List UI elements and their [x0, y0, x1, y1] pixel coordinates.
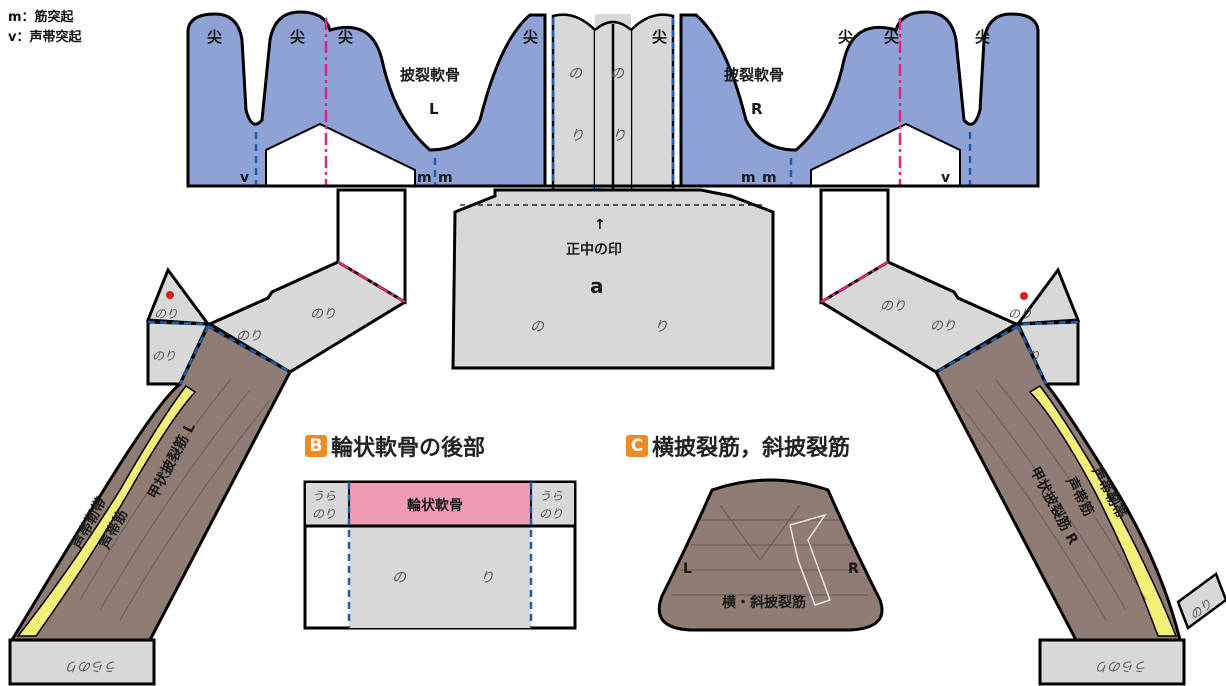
m-left-1: m	[417, 170, 432, 186]
section-c-title: C 横披裂筋，斜披裂筋	[626, 430, 850, 462]
left-square-glue: のり	[152, 349, 176, 363]
center-no-right: の	[610, 66, 625, 82]
left-side-label: L	[429, 100, 439, 118]
backglue-right-top: うら	[539, 489, 563, 503]
center-no-left: の	[568, 66, 583, 82]
piece-c-label: 横・斜披裂筋	[722, 594, 806, 611]
m-right-2: m	[762, 170, 777, 186]
piece-c-right: R	[848, 561, 859, 577]
section-c-badge: C	[626, 435, 648, 457]
cricoid-label: 輪状軟骨	[407, 497, 463, 514]
center-mark-label: 正中の印	[566, 241, 622, 258]
right-muscle-strip: 甲状披裂筋 R 声帯筋 声帯靭帯 うらのり のり	[933, 323, 1226, 686]
center-arrow: ↑	[594, 217, 606, 233]
cricoid-ri: り	[480, 570, 494, 586]
left-bottom-backglue: うらのり	[66, 658, 118, 673]
arytenoid-blue-body-right	[679, 10, 1040, 188]
backglue-left-bottom: のり	[312, 507, 336, 521]
left-connector: のり のり のり のり	[145, 188, 407, 386]
piece-c-left: L	[683, 561, 692, 577]
apex-label-8: 尖	[975, 28, 990, 46]
right-side-label: R	[751, 100, 763, 118]
center-glue-left	[551, 13, 597, 192]
left-arytenoid-title: 披裂軟骨	[400, 66, 460, 84]
cricoid-back-piece: 輪状軟骨 うら のり うら のり の り	[303, 480, 577, 630]
section-b-title: B 輪状軟骨の後部	[305, 430, 485, 462]
section-b-title-text: 輪状軟骨の後部	[331, 436, 486, 461]
arytenoid-cartilage-piece	[186, 10, 1040, 204]
right-arytenoid-title: 披裂軟骨	[724, 66, 784, 84]
center-ri-right: り	[612, 128, 626, 144]
arytenoid-labels: 尖 尖 尖 尖 尖 尖 尖 尖 披裂軟骨 L 披裂軟骨 R m m m m v …	[207, 28, 990, 186]
apex-label-6: 尖	[838, 28, 853, 46]
legend-m: m：筋突起	[8, 10, 74, 25]
piece-a-letter: a	[590, 274, 604, 298]
backglue-left-top: うら	[312, 489, 336, 503]
right-connector-glue-2: のり	[930, 319, 956, 334]
section-b-badge: B	[305, 435, 327, 457]
apex-label-5: 尖	[652, 28, 667, 46]
legend-v: v：声帯突起	[8, 30, 82, 45]
arytenoid-blue-body	[186, 10, 547, 188]
apex-label-2: 尖	[290, 28, 305, 46]
left-muscle-strip: 甲状披裂筋 L 声帯筋 声帯靭帯 うらのり	[8, 323, 293, 686]
v-right: v	[941, 170, 950, 186]
v-left: v	[240, 170, 249, 186]
arytenoid-muscle-piece: L R 横・斜披裂筋	[657, 478, 884, 632]
apex-label-3: 尖	[338, 28, 353, 46]
base-piece-a: ↑ 正中の印 a の り	[451, 188, 775, 370]
left-connector-glue-1: のり	[310, 307, 336, 322]
m-right-1: m	[741, 170, 756, 186]
right-connector-glue-1: のり	[880, 299, 906, 314]
left-triangle-glue: のり	[154, 307, 178, 321]
legend: m：筋突起 v：声帯突起	[8, 8, 81, 48]
m-left-2: m	[438, 170, 453, 186]
backglue-right-bottom: のり	[539, 507, 563, 521]
section-c-title-text: 横披裂筋，斜披裂筋	[652, 436, 851, 461]
apex-label-7: 尖	[884, 28, 899, 46]
base-ri: り	[654, 319, 668, 335]
center-ri-left: り	[570, 128, 584, 144]
apex-label-1: 尖	[207, 28, 222, 46]
right-triangle-glue: のり	[1008, 307, 1032, 321]
base-no: の	[530, 319, 545, 335]
right-bottom-backglue: うらのり	[1096, 658, 1148, 673]
apex-label-4: 尖	[523, 28, 538, 46]
cricoid-no: の	[392, 570, 407, 586]
right-connector: のり のり のり のり	[819, 188, 1081, 386]
left-connector-glue-2: のり	[236, 329, 262, 344]
